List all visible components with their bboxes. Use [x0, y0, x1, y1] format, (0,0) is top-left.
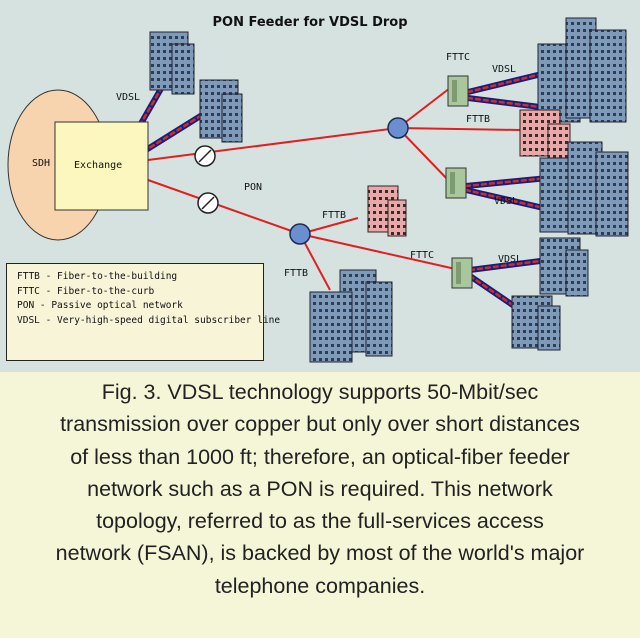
caption-line: topology, referred to as the full-servic…	[96, 509, 544, 534]
sdh-label: SDH	[32, 158, 50, 169]
office-building-icon	[539, 141, 629, 237]
office-building-icon	[519, 109, 571, 161]
figure-caption: Fig. 3. VDSL technology supports 50-Mbit…	[0, 372, 640, 638]
caption-line: Fig. 3. VDSL technology supports 50-Mbit…	[101, 380, 539, 404]
office-building-icon	[199, 79, 243, 143]
vdsl-label: VDSL	[498, 254, 522, 265]
legend-entry: PON - Passive optical network	[17, 300, 183, 311]
diagram-title: PON Feeder for VDSL Drop	[212, 15, 407, 30]
fttb-label: FTTB	[466, 114, 490, 125]
caption-line: transmission over copper but only over s…	[60, 412, 580, 437]
curb-cabinet-icon	[445, 167, 467, 199]
exchange-box	[54, 121, 149, 211]
pon-label: PON	[244, 182, 262, 193]
curb-cabinet-icon	[447, 75, 469, 107]
vdsl-drop	[463, 175, 551, 189]
caption-line: network (FSAN), is backed by most of the…	[55, 541, 585, 566]
office-building-icon	[309, 269, 393, 363]
office-building-icon	[367, 185, 407, 237]
office-building-icon	[539, 237, 589, 297]
curb-cabinet-icon	[451, 257, 473, 289]
legend: FTTB - Fiber-to-the-building FTTC - Fibe…	[6, 263, 281, 361]
fttb-label: FTTB	[322, 210, 346, 221]
legend-entry: FTTB - Fiber-to-the-building	[17, 271, 178, 282]
legend-entry: VDSL - Very-high-speed digital subscribe…	[17, 314, 281, 326]
office-building-icon	[149, 31, 195, 95]
vdsl-drop	[467, 257, 551, 273]
fiber-links	[147, 87, 521, 291]
fttc-label: FTTC	[410, 250, 434, 261]
vdsl-label: VDSL	[492, 64, 516, 75]
caption-line: network such as a PON is required. This …	[87, 476, 553, 501]
splitter-node	[289, 223, 311, 245]
fttc-label: FTTC	[446, 52, 470, 63]
vdsl-label: VDSL	[494, 196, 518, 207]
vdsl-drop	[465, 95, 551, 111]
fiber-connector-icon	[197, 192, 219, 214]
fttb-label: FTTB	[284, 268, 308, 279]
caption-line: of less than 1000 ft; therefore, an opti…	[70, 444, 570, 469]
office-building-icon	[511, 295, 561, 351]
splitter-node	[387, 117, 409, 139]
caption-line: telephone companies.	[214, 573, 426, 598]
office-building-icon	[537, 17, 627, 123]
vdsl-drop	[463, 187, 555, 213]
legend-entry: FTTC - Fiber-to-the-curb	[17, 285, 155, 297]
vdsl-label: VDSL	[116, 92, 140, 103]
network-diagram: PON Feeder for VDSL Drop	[0, 0, 640, 372]
vdsl-drop	[465, 69, 553, 95]
exchange-label: Exchange	[74, 160, 122, 171]
fiber-connector-icon	[194, 145, 216, 167]
